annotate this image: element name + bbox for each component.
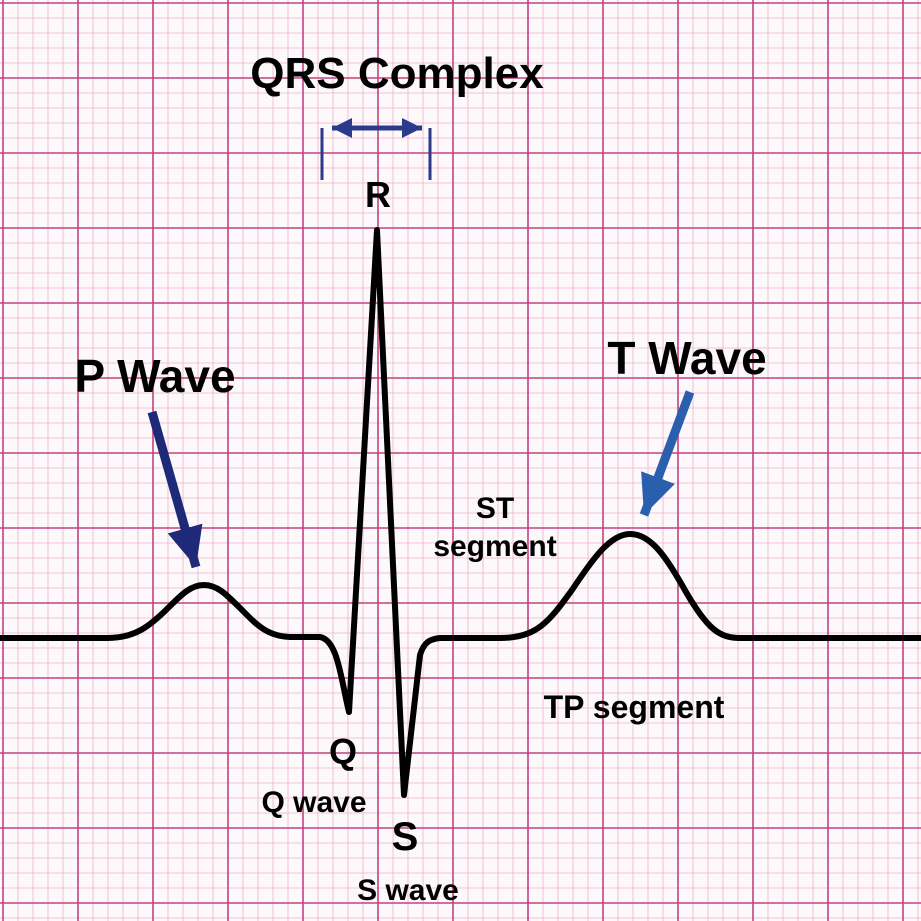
p-wave-arrow xyxy=(147,410,203,569)
t-wave-arrow xyxy=(639,390,695,517)
qrs-complex-label: QRS Complex xyxy=(250,49,544,98)
r-label: R xyxy=(365,174,391,215)
qrs-bracket xyxy=(320,118,432,180)
st-segment-label-line1: ST xyxy=(476,492,514,525)
t-wave-label: T Wave xyxy=(607,332,766,384)
q-wave-label: Q wave xyxy=(261,786,366,819)
st-segment-label-line2: segment xyxy=(433,530,556,563)
s-wave-label: S wave xyxy=(357,874,459,907)
ecg-trace-line xyxy=(0,227,921,798)
q-label: Q xyxy=(329,731,357,772)
tp-segment-label: TP segment xyxy=(544,689,725,725)
s-label: S xyxy=(392,815,419,859)
p-wave-label: P Wave xyxy=(74,350,235,402)
